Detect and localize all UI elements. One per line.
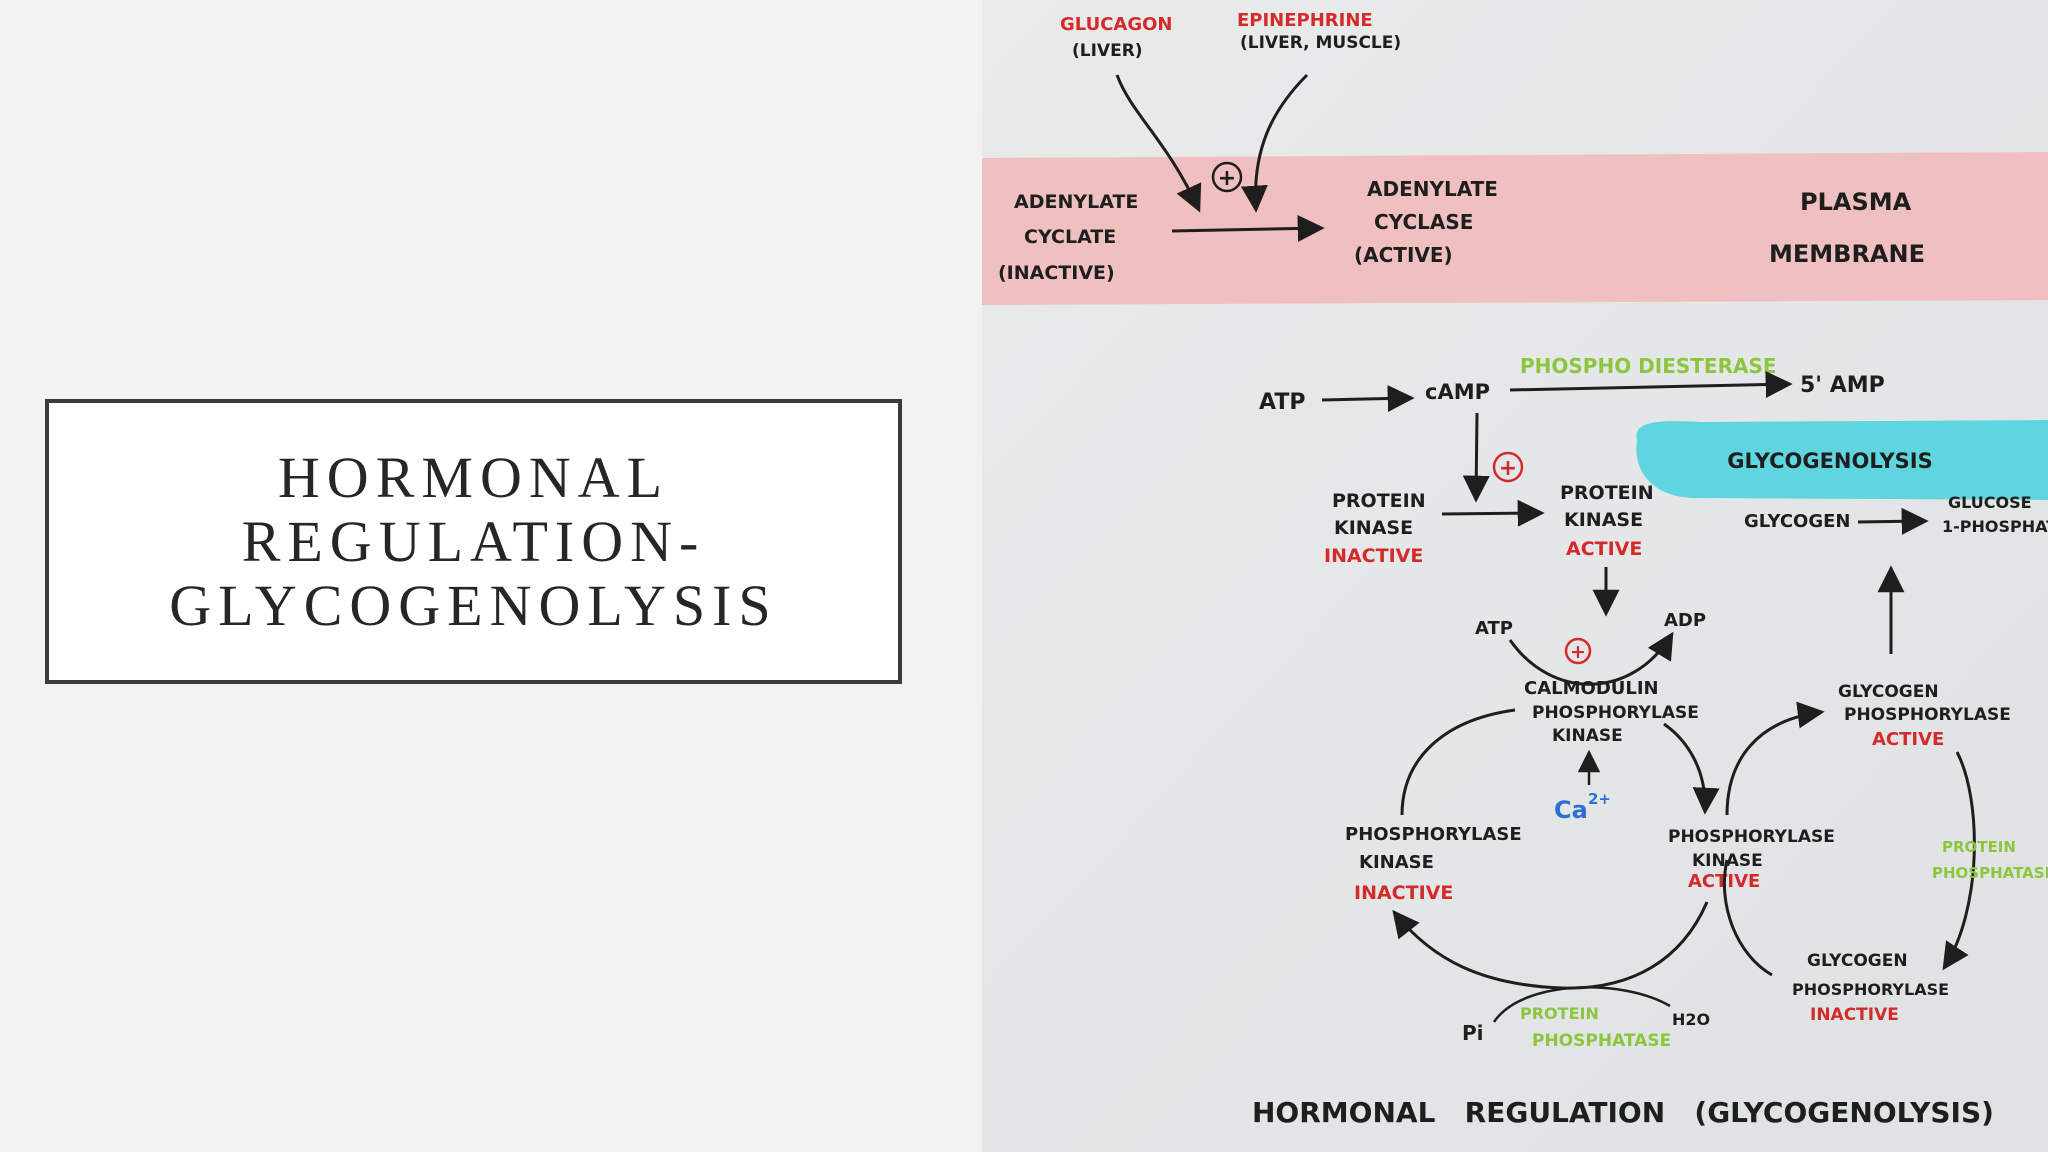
phosphodiesterase-label: PHOSPHO DIESTERASE bbox=[1520, 354, 1777, 378]
adenylate-activation-arrow bbox=[1171, 214, 1325, 242]
calcium-label: Ca bbox=[1554, 796, 1588, 824]
phk-active-line-1: PHOSPHORYLASE bbox=[1668, 827, 1835, 847]
right-phosphatase-line-1: PROTEIN bbox=[1942, 838, 2016, 856]
calmodulin-to-active-arrow bbox=[1663, 722, 1720, 815]
plasma-label: PLASMA bbox=[1800, 188, 1912, 216]
pk-active-line-1: PROTEIN bbox=[1560, 482, 1654, 504]
stimulation-plus-icon bbox=[1211, 161, 1243, 193]
membrane-label: MEMBRANE bbox=[1769, 240, 1925, 268]
adenylate-active-line-1: ADENYLATE bbox=[1367, 177, 1498, 201]
adenylate-active-line-3: (ACTIVE) bbox=[1354, 243, 1453, 267]
adenylate-inactive-line-2: CYCLATE bbox=[1024, 226, 1116, 248]
water-pi-arc bbox=[1492, 986, 1671, 1023]
glucagon-arrow bbox=[1115, 74, 1202, 213]
plasma-membrane-band bbox=[982, 152, 2048, 305]
atp2-label: ATP bbox=[1475, 618, 1513, 639]
h2o-label: H2O bbox=[1672, 1010, 1710, 1029]
title-line-1: HORMONAL bbox=[277, 444, 670, 510]
stimulation-plus-sign: + bbox=[1218, 166, 1236, 191]
pk-active-status: ACTIVE bbox=[1566, 538, 1642, 560]
gp-inactivation-arrow bbox=[1942, 751, 1976, 971]
phk-inactive-line-1: PHOSPHORYLASE bbox=[1345, 824, 1522, 845]
camp-to-5amp-arrow bbox=[1509, 371, 1793, 399]
calmodulin-line-2: PHOSPHORYLASE bbox=[1532, 703, 1699, 723]
epinephrine-arrow bbox=[1240, 73, 1309, 213]
title-line-2: REGULATION- bbox=[241, 508, 706, 574]
title-box: HORMONAL REGULATION- GLYCOGENOLYSIS bbox=[45, 399, 902, 684]
glycogenolysis-badge-label: GLYCOGENOLYSIS bbox=[1727, 449, 1932, 473]
gp-inactive-line-1: GLYCOGEN bbox=[1807, 951, 1908, 971]
phk-inactive-status: INACTIVE bbox=[1354, 882, 1453, 904]
slide-title: HORMONAL REGULATION- GLYCOGENOLYSIS bbox=[169, 444, 778, 638]
epinephrine-label: EPINEPHRINE bbox=[1237, 10, 1373, 31]
calcium-charge: 2+ bbox=[1588, 790, 1611, 808]
glucagon-site-label: (LIVER) bbox=[1072, 41, 1143, 61]
atp-label: ATP bbox=[1259, 390, 1305, 415]
gp-inactive-line-2: PHOSPHORYLASE bbox=[1792, 980, 1949, 999]
adenylate-inactive-line-3: (INACTIVE) bbox=[998, 262, 1115, 284]
pk-activation-arrow bbox=[1441, 499, 1545, 527]
camp-down-arrow bbox=[1462, 412, 1490, 503]
gp-active-line-2: PHOSPHORYLASE bbox=[1844, 705, 2011, 725]
gp-inactive-status: INACTIVE bbox=[1810, 1005, 1899, 1025]
adp-label: ADP bbox=[1664, 610, 1706, 631]
camp-plus-sign: + bbox=[1499, 456, 1517, 481]
gp-inactive-return-curve bbox=[1722, 859, 1773, 977]
glucose-label-line-1: GLUCOSE bbox=[1948, 493, 2032, 512]
gp-active-status: ACTIVE bbox=[1872, 729, 1944, 750]
atp-to-camp-arrow bbox=[1321, 385, 1415, 413]
diagram-canvas: GLUCAGON (LIVER) EPINEPHRINE (LIVER, MUS… bbox=[982, 0, 2048, 1152]
slide-left-panel: HORMONAL REGULATION- GLYCOGENOLYSIS bbox=[0, 0, 982, 1152]
title-line-3: GLYCOGENOLYSIS bbox=[169, 572, 778, 638]
phk-inactive-line-2: KINASE bbox=[1359, 852, 1434, 873]
glucagon-label: GLUCAGON bbox=[1060, 14, 1173, 35]
pk-inactive-line-2: KINASE bbox=[1334, 517, 1413, 539]
bottom-phosphatase-line-2: PHOSPHATASE bbox=[1532, 1031, 1671, 1051]
glycogenolysis-badge bbox=[1636, 420, 2048, 500]
gp-active-line-1: GLYCOGEN bbox=[1838, 682, 1939, 702]
camp-label: cAMP bbox=[1425, 380, 1490, 404]
left-cycle-up-curve bbox=[1400, 708, 1516, 816]
pk-inactive-line-1: PROTEIN bbox=[1332, 490, 1426, 512]
diagram-caption: HORMONAL REGULATION (GLYCOGENOLYSIS) bbox=[1252, 1096, 1994, 1129]
pk-inactive-status: INACTIVE bbox=[1324, 545, 1423, 567]
five-amp-label: 5' AMP bbox=[1800, 373, 1885, 398]
glycogen-label: GLYCOGEN bbox=[1744, 511, 1850, 532]
glycogen-to-glucose-arrow bbox=[1857, 507, 1929, 535]
phk-to-gp-arrow bbox=[1725, 701, 1825, 816]
right-phosphatase-line-2: PHOSPHATASE bbox=[1932, 864, 2048, 882]
pk-active-line-2: KINASE bbox=[1564, 509, 1643, 531]
glucose-label-line-2: 1-PHOSPHATE bbox=[1942, 517, 2048, 536]
epinephrine-site-label: (LIVER, MUSCLE) bbox=[1240, 33, 1401, 53]
calmodulin-line-3: KINASE bbox=[1552, 726, 1623, 746]
adenylate-inactive-line-1: ADENYLATE bbox=[1014, 191, 1138, 213]
pi-label: Pi bbox=[1462, 1021, 1484, 1045]
kinase-plus-icon bbox=[1564, 637, 1592, 665]
camp-plus-icon bbox=[1492, 451, 1524, 483]
diagram-photo: GLUCAGON (LIVER) EPINEPHRINE (LIVER, MUS… bbox=[982, 0, 2048, 1152]
calmodulin-line-1: CALMODULIN bbox=[1524, 678, 1659, 699]
bottom-phosphatase-line-1: PROTEIN bbox=[1520, 1004, 1599, 1023]
adenylate-active-line-2: CYCLASE bbox=[1374, 210, 1473, 234]
kinase-plus-sign: + bbox=[1570, 641, 1586, 663]
atp-adp-arc bbox=[1508, 631, 1674, 686]
